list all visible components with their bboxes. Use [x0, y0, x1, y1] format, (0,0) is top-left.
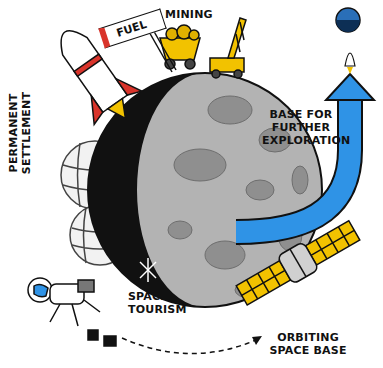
sign-text: FUEL	[115, 16, 155, 40]
mining-equipment	[160, 18, 246, 78]
illustration-label: PERMANENT SETTLEMENT	[7, 91, 33, 175]
illustration-label: ORBITING SPACE BASE	[262, 331, 354, 357]
orbit-arrowhead	[252, 336, 262, 345]
illustration-label: MINING	[165, 8, 225, 21]
distant-planet	[336, 8, 360, 32]
fuel-sign: FUEL	[98, 8, 166, 48]
orbit-path	[122, 338, 256, 354]
astronaut	[28, 278, 116, 346]
illustration-label: BASE FOR FURTHER EXPLORATION	[262, 108, 340, 147]
orbiting-satellite	[234, 217, 363, 310]
illustration-label: SPACE TOURISM	[128, 290, 190, 316]
exploration-arrow	[236, 53, 374, 232]
